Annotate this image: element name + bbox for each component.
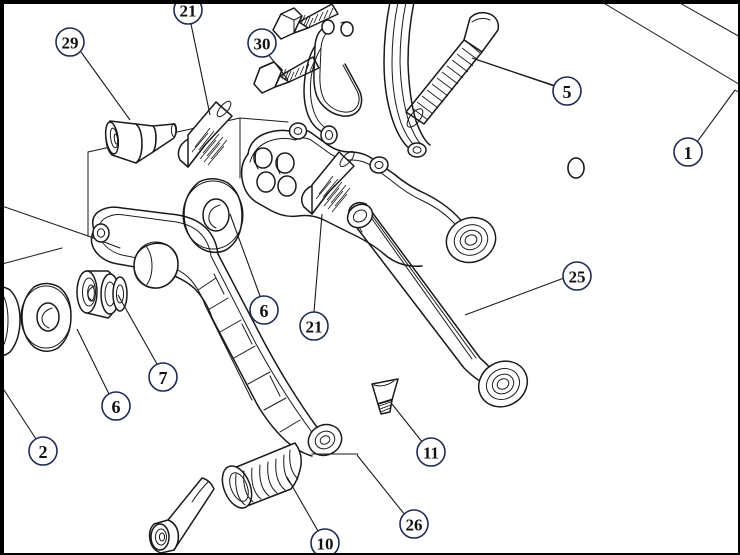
leader-line-2 [3,389,37,440]
hex-flange-bolt-lower-part [253,56,320,94]
leader-line-6 [229,213,261,297]
callout-25[interactable]: 25 [562,261,592,291]
callout-number: 25 [569,268,586,287]
callout-26[interactable]: 26 [399,509,429,539]
leader-line-30 [267,53,289,81]
callout-number: 30 [254,35,271,54]
leader-line-29 [80,51,131,121]
callout-2[interactable]: 2 [28,436,58,466]
button-head-bolt-upper-part [177,100,233,168]
callout-ring [299,311,329,341]
callout-6[interactable]: 6 [101,391,131,421]
callout-30[interactable]: 30 [247,28,277,58]
callout-21[interactable]: 21 [299,311,329,341]
callout-29[interactable]: 29 [55,27,85,57]
heel-guard-bracket-part [303,19,363,145]
callout-10[interactable]: 10 [310,528,340,555]
button-head-bolt-mid-part [301,150,355,215]
hex-flange-bolt-upper-part [272,3,339,40]
callout-number: 2 [39,442,48,462]
callout-5[interactable]: 5 [552,76,582,106]
loose-bushing-ring [567,157,585,179]
callout-7[interactable]: 7 [148,362,178,392]
callout-number: 26 [406,516,423,535]
brake-pedal-lever-part [90,206,343,457]
callout-number: 29 [62,34,79,53]
callout-number: 6 [112,397,121,417]
leader-line-21 [190,23,211,116]
leader-line-26 [356,454,406,516]
callout-ring [416,437,446,467]
callout-ring [552,76,582,106]
leader-line-5 [471,57,555,87]
callout-ring [399,509,429,539]
callout-number: 11 [423,444,439,463]
footpeg-rubber-part [221,442,302,509]
rocker-link-arm-part [240,122,497,267]
callout-number: 7 [159,368,168,388]
countersunk-screw-part [371,378,399,415]
callout-number: 6 [260,301,269,321]
leader-line-7 [117,294,158,365]
callout-number: 10 [317,535,334,554]
callout-ring [28,436,58,466]
callout-number: 1 [684,143,693,163]
callout-bubble-layer: 29 21 30 5 1 6 21 25 7 6 11 2 26 10 [28,2,703,555]
callout-number: 21 [180,2,197,21]
callout-number: 21 [306,318,323,337]
flat-washer-small-part [20,282,72,352]
callout-ring [562,261,592,291]
callout-ring [310,528,340,553]
callout-ring [148,362,178,392]
callout-ring [249,295,279,325]
callout-leader-lines [3,23,736,532]
flat-washer-large-part [182,178,244,254]
leader-line-1 [696,89,736,143]
callout-ring [55,27,85,57]
needle-bearing-collar-part [76,270,128,319]
callout-ring [173,2,203,25]
frame-stay-part [383,2,431,158]
leader-line-6 [76,328,110,395]
four-hole-mount-plate-part [253,147,297,197]
leader-line-25 [464,277,565,316]
connecting-rod-part [346,201,529,408]
callout-21[interactable]: 21 [173,2,203,25]
callout-number: 5 [563,82,572,102]
pivot-dowel-bushing-part [104,120,178,164]
callout-ring [101,391,131,421]
leader-line-10 [286,476,319,532]
callout-ring [247,28,277,58]
leader-line-21 [313,213,323,313]
callout-11[interactable]: 11 [416,437,446,467]
socket-head-bolt-part [148,477,215,553]
callout-ring [673,137,703,167]
leader-line-11 [391,403,424,444]
shoulder-pivot-bolt-part [405,11,500,128]
callout-1[interactable]: 1 [673,137,703,167]
callout-6[interactable]: 6 [249,295,279,325]
